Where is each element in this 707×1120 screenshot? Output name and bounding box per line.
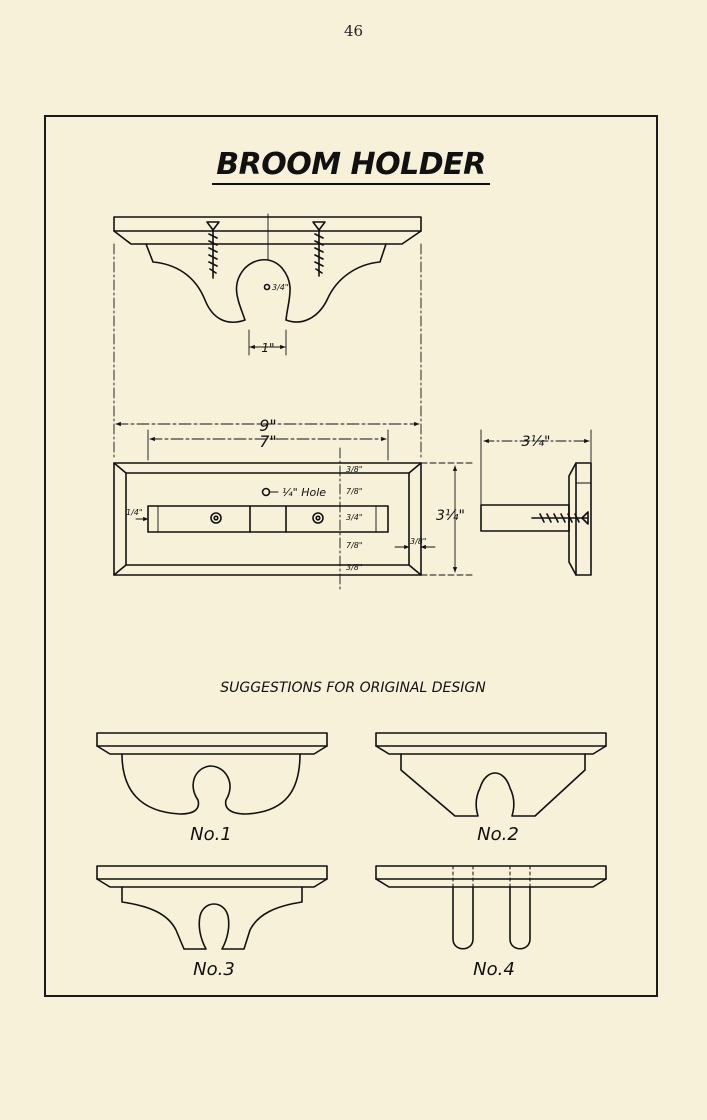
design-label-4: No.4 <box>473 959 515 980</box>
design-no-3 <box>96 865 328 950</box>
design-no-2 <box>375 732 607 817</box>
front-elevation-view <box>113 213 422 461</box>
dim-bottom-margin: 3/8" <box>346 563 363 572</box>
screw-icon <box>312 221 326 277</box>
design-label-3: No.3 <box>193 959 235 980</box>
drawing-plate: BROOM HOLDER <box>44 115 658 997</box>
plate-title: BROOM HOLDER <box>46 147 656 185</box>
screw-head-icon <box>312 512 324 524</box>
dim-depth: 3¼" <box>522 434 551 450</box>
design-label-2: No.2 <box>477 824 519 845</box>
dim-hole-radius: 3/4" <box>272 283 289 292</box>
screw-head-icon <box>210 512 222 524</box>
dim-top-offset: 7/8" <box>346 487 363 496</box>
dim-bottom-offset: 7/8" <box>346 541 363 550</box>
side-view <box>480 429 592 576</box>
screw-icon <box>206 221 220 279</box>
hole-note: ¼" Hole <box>282 486 326 499</box>
design-no-4 <box>375 865 607 950</box>
dim-end-offset: 1/4" <box>126 508 143 517</box>
dim-slot-width: 1" <box>261 341 274 355</box>
page-number: 46 <box>343 22 364 40</box>
screw-icon <box>531 511 589 525</box>
plate-title-text: BROOM HOLDER <box>212 147 490 185</box>
dim-slab-thickness: 3/4" <box>346 513 363 522</box>
dim-height: 3¼" <box>436 508 465 524</box>
dim-inner-width: 7" <box>259 432 277 451</box>
design-label-1: No.1 <box>190 824 232 845</box>
plan-view <box>113 447 473 591</box>
dim-overall-width: 9" <box>259 416 277 435</box>
dim-edge-offset: 3/8" <box>410 537 427 546</box>
dim-top-margin: 3/8" <box>346 465 363 474</box>
suggestions-heading: SUGGESTIONS FOR ORIGINAL DESIGN <box>220 680 486 696</box>
design-no-1 <box>96 732 328 815</box>
